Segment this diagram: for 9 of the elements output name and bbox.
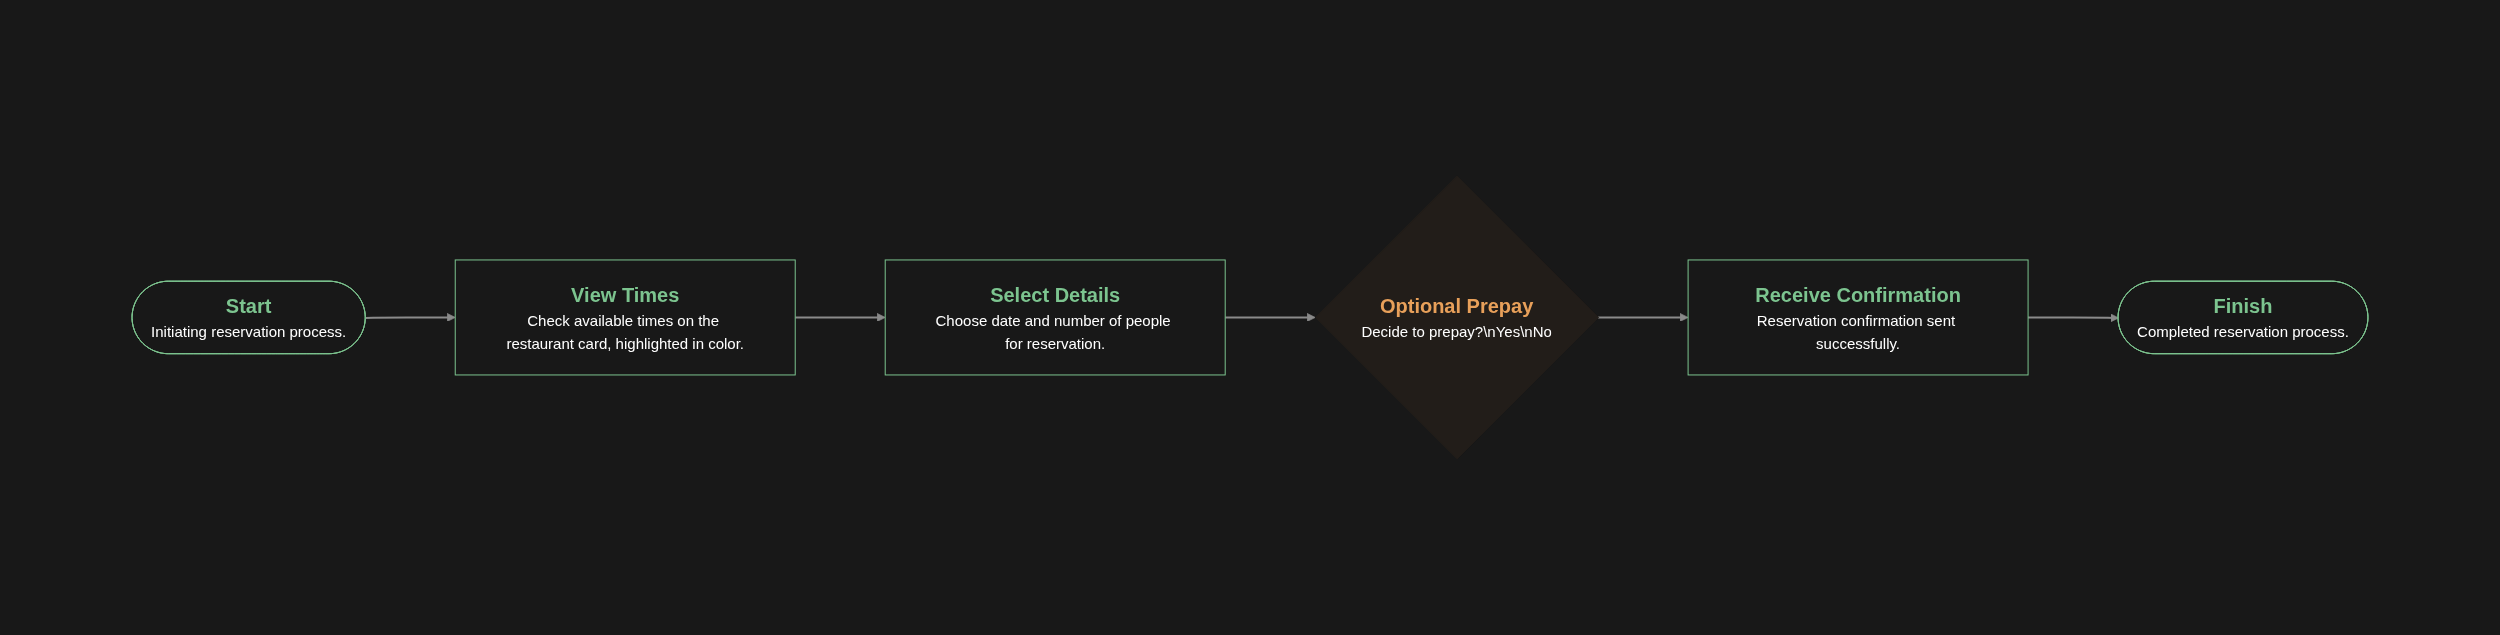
arrow bbox=[794, 313, 886, 322]
arrow bbox=[1224, 313, 1316, 322]
arrow bbox=[1597, 313, 1689, 322]
arrow bbox=[364, 313, 456, 322]
node-box: Select Details Choose date and number of people for reservation. bbox=[884, 259, 1226, 376]
arrow bbox=[2027, 313, 2119, 323]
node-box: View Times Check available times on the restaurant card, highlighted in color. bbox=[454, 259, 796, 376]
node-diamond: Optional Prepay Decide to prepay?\nYes\nNo bbox=[1315, 175, 1600, 460]
node-box: Receive Confirmation Reservation confirmation sent successfully. bbox=[1687, 259, 2029, 376]
